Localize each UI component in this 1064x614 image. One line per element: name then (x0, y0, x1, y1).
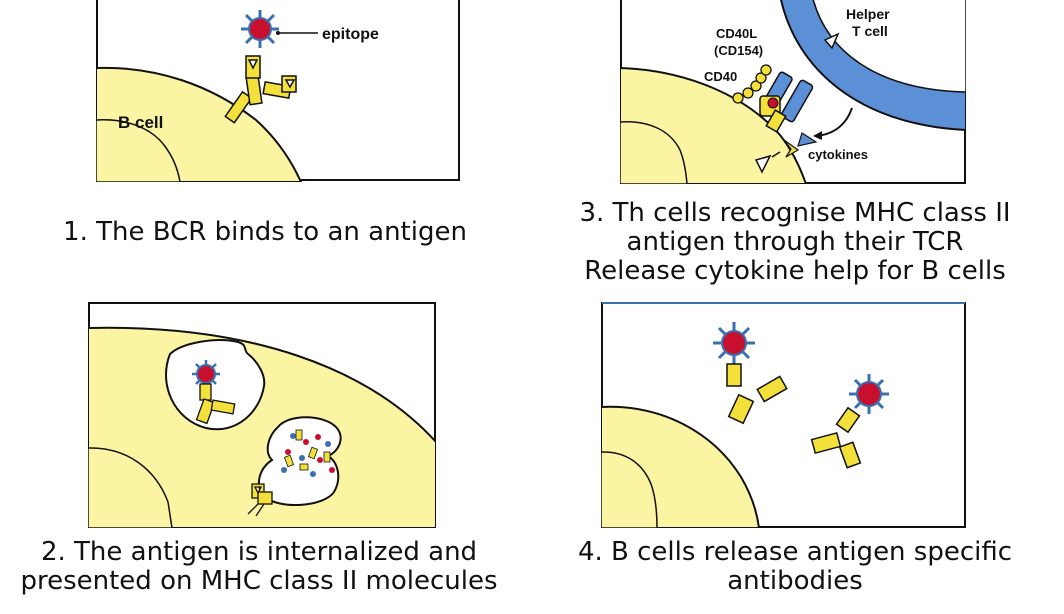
caption-4: 4. B cells release antigen specific anti… (570, 538, 1020, 596)
b-cell-label: B cell (118, 113, 163, 132)
panel-1-illustration: epitope B cell (96, 0, 460, 182)
cytokine-receptor-icon (783, 139, 800, 158)
b-cell-nucleus (88, 447, 173, 528)
cytokines-label: cytokines (808, 147, 868, 162)
epitope-label: epitope (322, 26, 379, 43)
panel-internalization (88, 302, 436, 528)
panel-3-illustration: Helper T cell CD40L (CD154) CD40 cytokin… (620, 0, 966, 184)
b-cell-nucleus (601, 451, 658, 528)
caption-4-line-2: antibodies (727, 566, 863, 596)
b-cell-nucleus (96, 119, 181, 182)
helper-arrow-icon (823, 32, 840, 50)
panel-th-help: Helper T cell CD40L (CD154) CD40 cytokin… (620, 0, 966, 184)
caption-1-text: 1. The BCR binds to an antigen (63, 217, 467, 247)
caption-2: 2. The antigen is internalized and prese… (14, 538, 504, 596)
cytokine-icon (797, 132, 818, 147)
caption-3-line-3: Release cytokine help for B cells (584, 256, 1006, 286)
helper-t-cell-nucleus (812, 0, 966, 93)
helper-label-2: T cell (852, 23, 888, 39)
b-cell-nucleus (620, 121, 688, 184)
caption-3-line-1: 3. Th cells recognise MHC class II (579, 198, 1011, 228)
panel-bcr-binding: epitope B cell (96, 0, 460, 182)
caption-2-line-1: 2. The antigen is internalized and (40, 537, 478, 567)
free-antibody (726, 363, 788, 425)
caption-3-line-2: antigen through their TCR (626, 227, 964, 257)
caption-2-line-2: presented on MHC class II molecules (20, 566, 498, 596)
bcr-antibody (195, 383, 236, 425)
caption-3: 3. Th cells recognise MHC class II antig… (572, 199, 1018, 286)
panel-2-illustration (88, 302, 436, 528)
caption-1: 1. The BCR binds to an antigen (60, 218, 470, 247)
free-antibody (810, 406, 862, 469)
processing-vesicle (257, 416, 342, 506)
panel-antibody-release (601, 302, 966, 528)
bcr-antibody (224, 55, 297, 124)
panel-4-illustration (601, 302, 966, 528)
cd40l-label-1: CD40L (716, 26, 757, 41)
helper-label-1: Helper (846, 6, 890, 22)
mhc-class-ii (247, 483, 273, 517)
signal-arrow-icon (754, 154, 772, 174)
caption-4-line-1: 4. B cells release antigen specific (577, 537, 1013, 567)
peptide-fragments (281, 429, 335, 477)
cd40-label: CD40 (704, 69, 737, 84)
cd40-cd40l (732, 64, 772, 104)
cd40l-label-2: (CD154) (714, 43, 763, 58)
